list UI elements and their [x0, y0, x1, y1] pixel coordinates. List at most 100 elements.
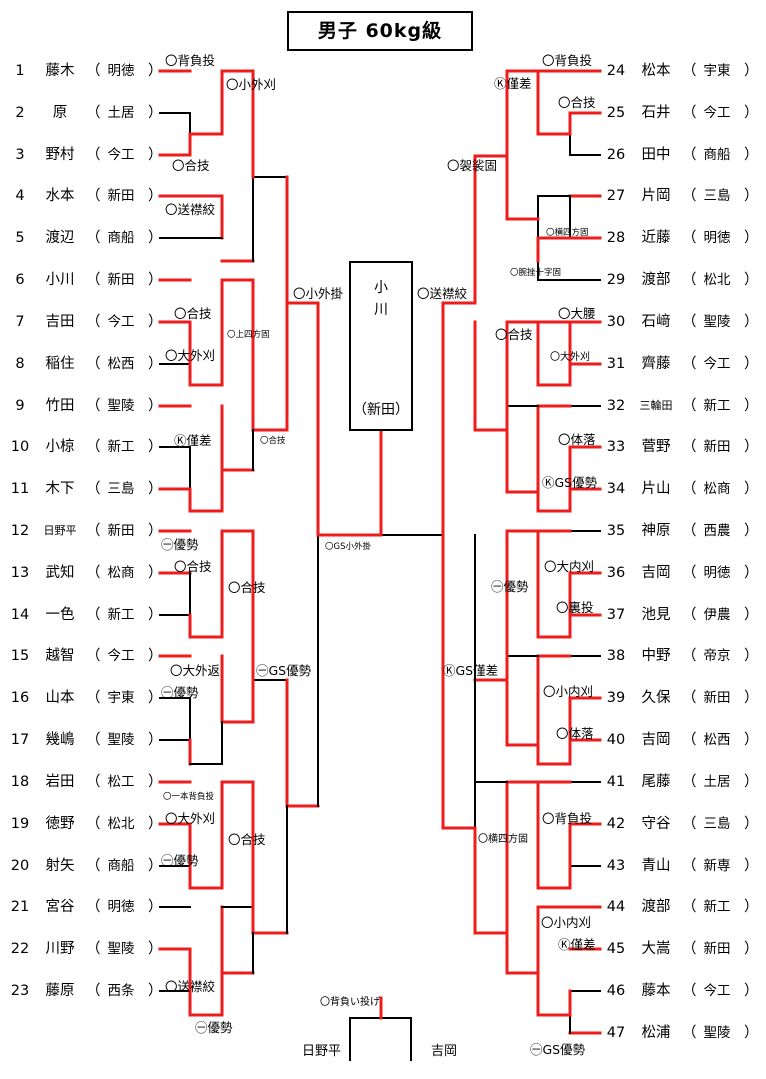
entry-school: 商船: [107, 230, 135, 246]
entry-number: 25: [606, 105, 626, 121]
entry-number: 5: [15, 230, 25, 246]
entry-school: 松工: [107, 774, 135, 790]
paren-open: （: [682, 439, 697, 455]
paren-open: （: [86, 105, 101, 121]
paren-close: ）: [744, 774, 759, 790]
entry-school: 新田: [107, 272, 135, 288]
technique-label: ㊀優勢: [491, 579, 529, 594]
entry-school: 伊農: [703, 607, 731, 623]
entry-school: 新工: [703, 398, 731, 414]
paren-open: （: [86, 816, 101, 832]
entry-name: 一色: [45, 607, 75, 623]
final-right-name: 吉岡: [431, 1044, 458, 1059]
entry-school: 松北: [703, 272, 731, 288]
paren-open: （: [86, 899, 101, 915]
paren-close: ）: [744, 690, 759, 706]
entry-number: 26: [606, 147, 626, 163]
paren-close: ）: [744, 439, 759, 455]
entry-number: 11: [10, 481, 30, 497]
paren-close: ）: [744, 816, 759, 832]
paren-close: ）: [744, 398, 759, 414]
paren-open: （: [86, 188, 101, 204]
technique-label: 〇大内刈: [544, 559, 595, 574]
technique-label: 〇大外刈: [165, 811, 216, 826]
entry-school: 新田: [107, 523, 135, 539]
paren-open: （: [682, 858, 697, 874]
paren-close: ）: [148, 105, 163, 121]
paren-close: ）: [744, 565, 759, 581]
paren-open: （: [86, 732, 101, 748]
entry-school: 今工: [703, 356, 731, 372]
entry-school: 聖陵: [107, 941, 135, 957]
entry-number: 3: [15, 147, 25, 163]
paren-open: （: [682, 481, 697, 497]
entry-number: 38: [606, 648, 626, 664]
paren-open: （: [682, 816, 697, 832]
entry-name: 田中: [641, 147, 671, 163]
entry-name: 中野: [641, 648, 671, 664]
paren-close: ）: [744, 230, 759, 246]
paren-close: ）: [148, 230, 163, 246]
entry-school: 土居: [107, 105, 135, 121]
paren-open: （: [682, 648, 697, 664]
entry-school: 三島: [703, 816, 731, 832]
technique-label: 〇袈裟固: [447, 158, 498, 173]
entry-number: 19: [10, 816, 30, 832]
entry-number: 4: [15, 188, 25, 204]
paren-open: （: [86, 481, 101, 497]
paren-close: ）: [148, 356, 163, 372]
entry-school: 聖陵: [107, 398, 135, 414]
entry-name: 三輪田: [639, 399, 673, 412]
technique-label: 〇腕挫十字固: [510, 268, 562, 278]
winner-school: （新田）: [353, 402, 409, 418]
paren-open: （: [682, 147, 697, 163]
paren-open: （: [86, 230, 101, 246]
entry-name: 池見: [641, 607, 671, 623]
final-technique: 〇背負い投げ: [320, 997, 380, 1008]
paren-close: ）: [148, 816, 163, 832]
paren-open: （: [682, 983, 697, 999]
technique-label: 〇小外刈: [226, 77, 277, 92]
entry-number: 47: [606, 1025, 626, 1041]
technique-label: 〇送襟絞: [165, 979, 216, 994]
entry-name: 竹田: [45, 398, 75, 414]
entry-number: 46: [606, 983, 626, 999]
technique-label: 〇小内刈: [543, 684, 594, 699]
paren-open: （: [682, 1025, 697, 1041]
entry-school: 今工: [703, 983, 731, 999]
entry-name: 小椋: [45, 439, 75, 455]
entry-number: 9: [15, 398, 25, 414]
paren-close: ）: [148, 899, 163, 915]
technique-label: 〇小内刈: [541, 915, 592, 930]
paren-close: ）: [744, 356, 759, 372]
entry-number: 21: [10, 899, 30, 915]
entry-name: 岩田: [45, 774, 75, 790]
entry-name: 守谷: [641, 816, 671, 832]
entry-number: 24: [606, 63, 626, 79]
page-title: 男子 60kg級: [287, 11, 473, 51]
entry-number: 6: [15, 272, 25, 288]
technique-label: ㊀優勢: [161, 537, 199, 552]
paren-close: ）: [148, 690, 163, 706]
entry-school: 宇東: [703, 63, 731, 79]
entry-name: 川野: [45, 941, 75, 957]
entry-number: 32: [606, 398, 626, 414]
paren-open: （: [86, 147, 101, 163]
entry-number: 13: [10, 565, 30, 581]
entry-name: 石﨑: [641, 314, 671, 330]
entry-number: 44: [606, 899, 626, 915]
